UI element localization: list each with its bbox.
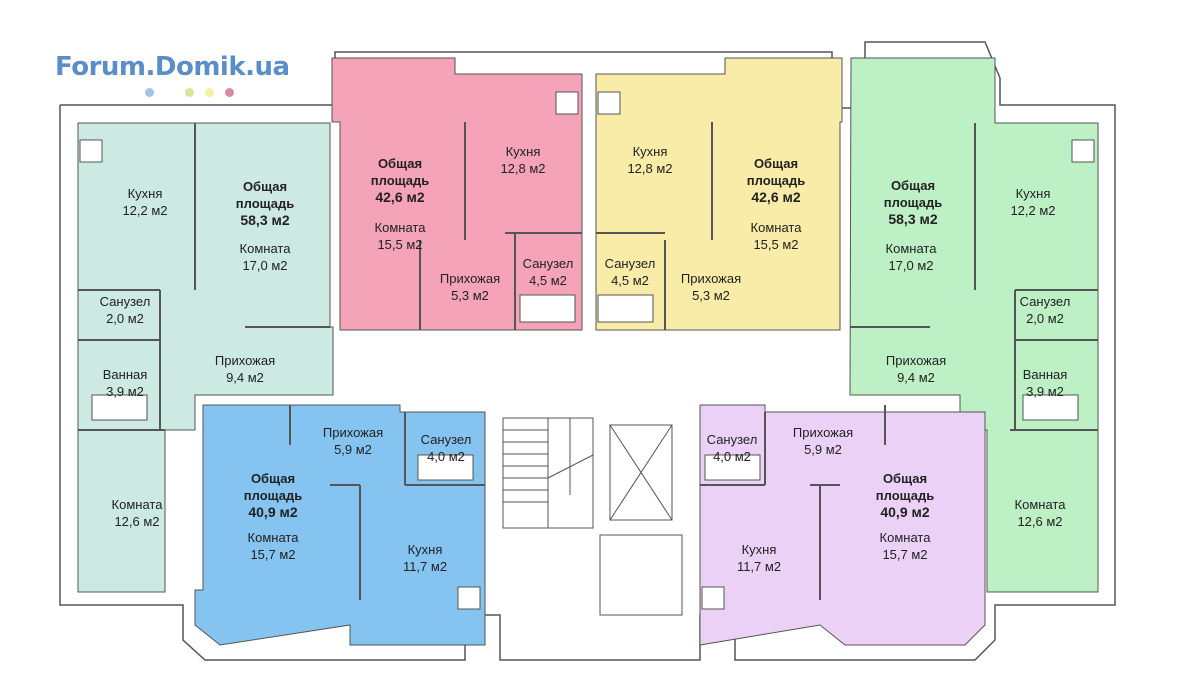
apartment-left-58-fill	[77, 122, 334, 593]
stove-icon	[79, 139, 103, 163]
stove-icon	[701, 586, 725, 610]
bathtub-icon	[91, 394, 148, 421]
logo-dot	[225, 88, 234, 97]
apartment-blue-40-fill	[194, 404, 486, 646]
bathtub-icon	[519, 294, 576, 323]
logo-dot	[145, 88, 154, 97]
logo-dot	[205, 88, 214, 97]
logo-dot	[185, 88, 194, 97]
stove-icon	[1071, 139, 1095, 163]
elevator-shaft	[609, 424, 673, 521]
stove-icon	[597, 91, 621, 115]
apartment-pink-42-fill	[331, 57, 583, 331]
apartment-right-58-fill	[849, 57, 1099, 593]
bathtub-icon	[1022, 394, 1079, 421]
building-outline	[59, 41, 1116, 661]
bathtub-icon	[597, 294, 654, 323]
logo-text: Forum.Domik.ua	[55, 52, 290, 82]
elevator-hall	[599, 534, 683, 616]
stove-icon	[555, 91, 579, 115]
stove-icon	[457, 586, 481, 610]
bathtub-icon	[704, 454, 761, 481]
bathtub-icon	[417, 454, 474, 481]
logo: Forum.Domik.ua	[55, 52, 290, 82]
apartment-lilac-40-fill	[699, 404, 986, 646]
apartment-yellow-42-fill	[595, 57, 843, 331]
